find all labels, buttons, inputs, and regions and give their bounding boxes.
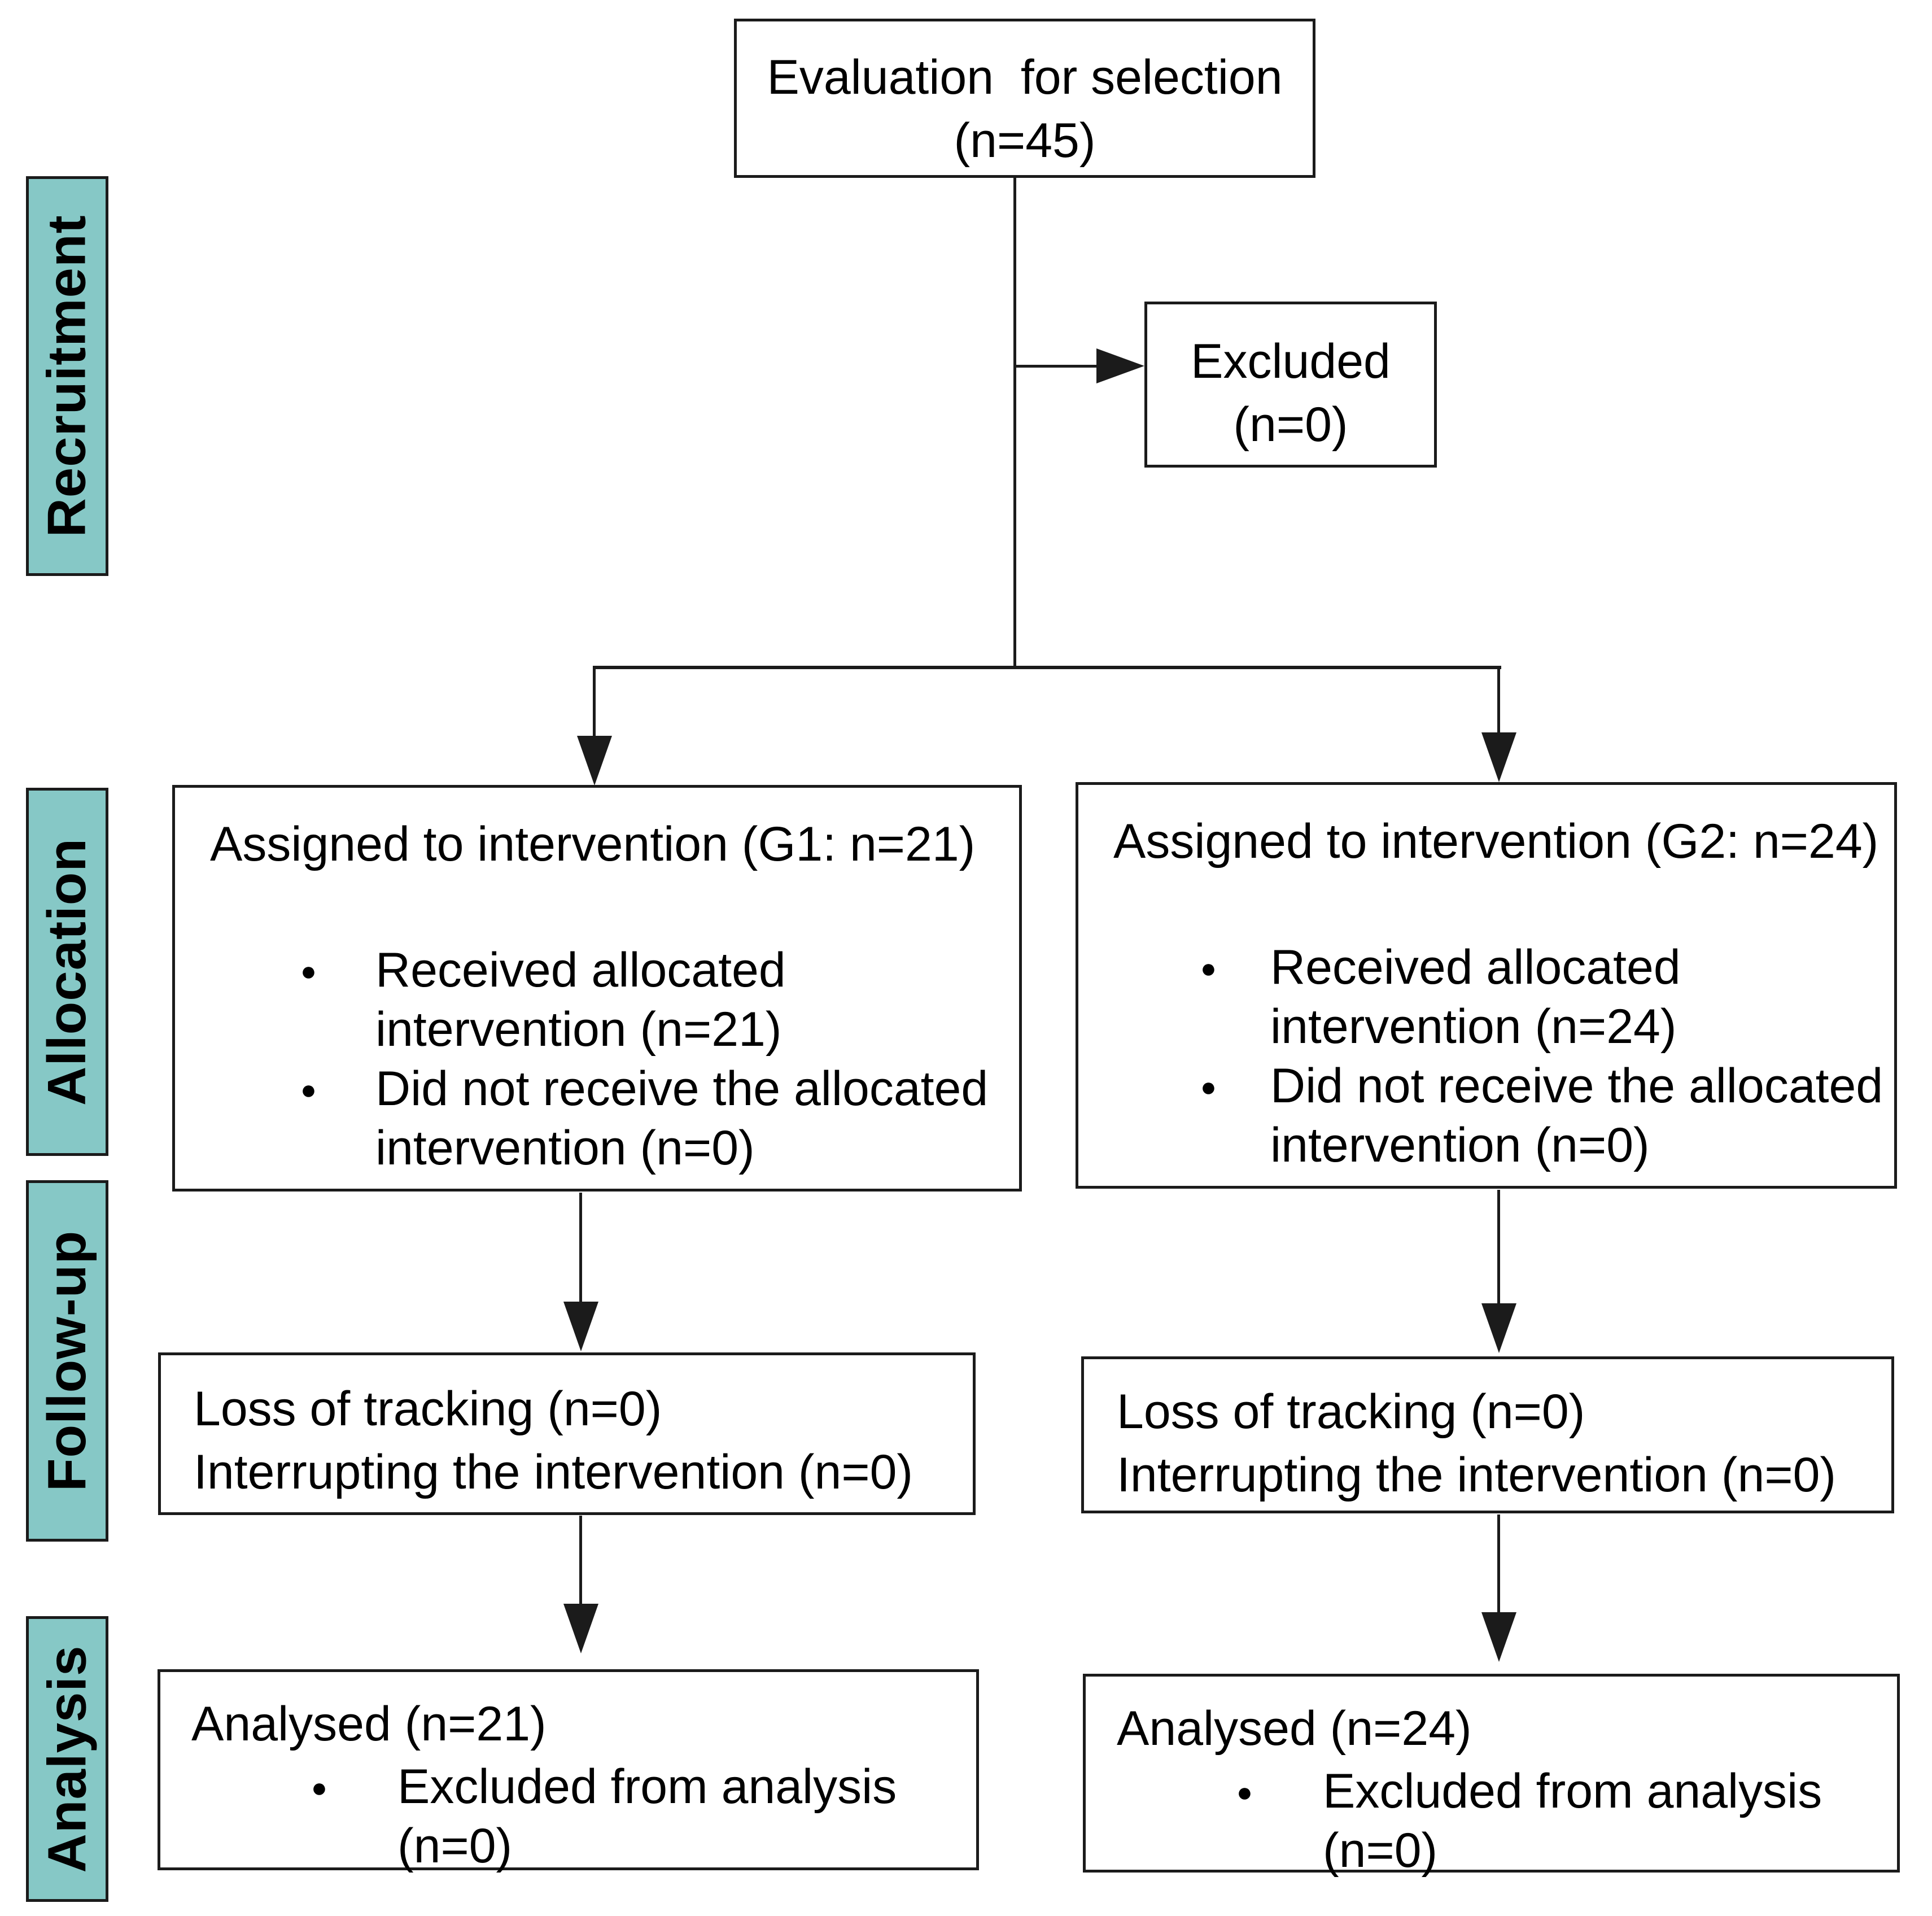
analysis-g2-box: Analysed (n=24) Excluded from analysis (… bbox=[1083, 1674, 1900, 1878]
excluded-box-line1: Excluded bbox=[1191, 334, 1391, 389]
connector-split-bar bbox=[593, 666, 1501, 669]
allocation-g1-bullet-list: Received allocated intervention (n=21) D… bbox=[175, 941, 1019, 1178]
arrow-right-excluded-icon bbox=[1096, 348, 1144, 383]
connector-to-allocation-g2-line bbox=[1497, 666, 1500, 734]
stage-label-recruitment-text: Recruitment bbox=[37, 215, 98, 538]
allocation-g2-bullet-1: Received allocated intervention (n=24) bbox=[1270, 940, 1681, 1054]
allocation-g2-bullet-list: Received allocated intervention (n=24) D… bbox=[1078, 938, 1894, 1175]
stage-label-allocation: Allocation bbox=[26, 788, 108, 1156]
stage-label-analysis: Analysis bbox=[26, 1616, 108, 1902]
followup-g1-line2: Interrupting the intervention (n=0) bbox=[194, 1444, 913, 1499]
followup-g2-line2: Interrupting the intervention (n=0) bbox=[1117, 1447, 1837, 1502]
followup-g1-line1: Loss of tracking (n=0) bbox=[194, 1382, 662, 1436]
evaluation-for-selection-box: Evaluation for selection (n=45) bbox=[734, 19, 1315, 178]
bullet-item: Did not receive the allocated interventi… bbox=[1078, 1057, 1894, 1175]
arrow-down-followup-g1-icon bbox=[563, 1302, 598, 1351]
allocation-g1-bullet-1: Received allocated intervention (n=21) bbox=[375, 942, 786, 1057]
stage-label-followup: Follow-up bbox=[26, 1180, 108, 1542]
bullet-item: Received allocated intervention (n=21) bbox=[175, 941, 1019, 1059]
allocation-g2-bullet-2: Did not receive the allocated interventi… bbox=[1270, 1058, 1883, 1172]
allocation-g2-box: Assigned to intervention (G2: n=24) Rece… bbox=[1076, 782, 1897, 1189]
evaluation-box-line1: Evaluation for selection bbox=[767, 50, 1283, 104]
analysis-g1-box: Analysed (n=21) Excluded from analysis (… bbox=[158, 1669, 979, 1873]
analysis-g2-bullet-1: Excluded from analysis (n=0) bbox=[1323, 1764, 1822, 1878]
connector-to-analysis-g1-line bbox=[579, 1516, 582, 1605]
arrow-down-allocation-g2-icon bbox=[1481, 732, 1516, 782]
allocation-g1-box: Assigned to intervention (G1: n=21) Rece… bbox=[172, 785, 1022, 1192]
excluded-box-count: (n=0) bbox=[1233, 397, 1348, 452]
bullet-item: Excluded from analysis (n=0) bbox=[191, 1757, 971, 1876]
connector-evaluation-down-line bbox=[1013, 178, 1016, 668]
evaluation-box-count: (n=45) bbox=[954, 113, 1096, 168]
analysis-g1-bullet-1: Excluded from analysis (n=0) bbox=[397, 1759, 897, 1873]
stage-label-recruitment: Recruitment bbox=[26, 176, 108, 576]
allocation-g1-header: Assigned to intervention (G1: n=21) bbox=[210, 817, 976, 871]
allocation-g2-header: Assigned to intervention (G2: n=24) bbox=[1113, 814, 1879, 868]
connector-excluded-line bbox=[1015, 365, 1096, 368]
bullet-item: Excluded from analysis (n=0) bbox=[1117, 1762, 1891, 1880]
allocation-g1-bullet-2: Did not receive the allocated interventi… bbox=[375, 1061, 989, 1175]
followup-g2-box: Loss of tracking (n=0) Interrupting the … bbox=[1081, 1356, 1894, 1513]
analysis-g2-header: Analysed (n=24) bbox=[1117, 1701, 1472, 1756]
analysis-g2-bullet-list: Excluded from analysis (n=0) bbox=[1117, 1762, 1891, 1880]
stage-label-allocation-text: Allocation bbox=[37, 837, 98, 1106]
connector-to-followup-g1-line bbox=[579, 1193, 582, 1303]
connector-to-analysis-g2-line bbox=[1497, 1515, 1500, 1613]
stage-label-followup-text: Follow-up bbox=[37, 1230, 97, 1492]
arrow-down-allocation-g1-icon bbox=[577, 736, 612, 785]
connector-to-followup-g2-line bbox=[1497, 1190, 1500, 1304]
stage-label-analysis-text: Analysis bbox=[37, 1645, 97, 1873]
analysis-g1-header: Analysed (n=21) bbox=[191, 1697, 547, 1751]
arrow-down-analysis-g2-icon bbox=[1481, 1612, 1516, 1662]
bullet-item: Did not receive the allocated interventi… bbox=[175, 1059, 1019, 1178]
analysis-g1-bullet-list: Excluded from analysis (n=0) bbox=[191, 1757, 971, 1876]
followup-g1-box: Loss of tracking (n=0) Interrupting the … bbox=[158, 1352, 976, 1515]
bullet-item: Received allocated intervention (n=24) bbox=[1078, 938, 1894, 1057]
excluded-box: Excluded (n=0) bbox=[1144, 302, 1437, 468]
connector-to-allocation-g1-line bbox=[593, 666, 596, 737]
followup-g2-line1: Loss of tracking (n=0) bbox=[1117, 1385, 1585, 1439]
arrow-down-analysis-g1-icon bbox=[563, 1604, 598, 1653]
arrow-down-followup-g2-icon bbox=[1481, 1303, 1516, 1353]
